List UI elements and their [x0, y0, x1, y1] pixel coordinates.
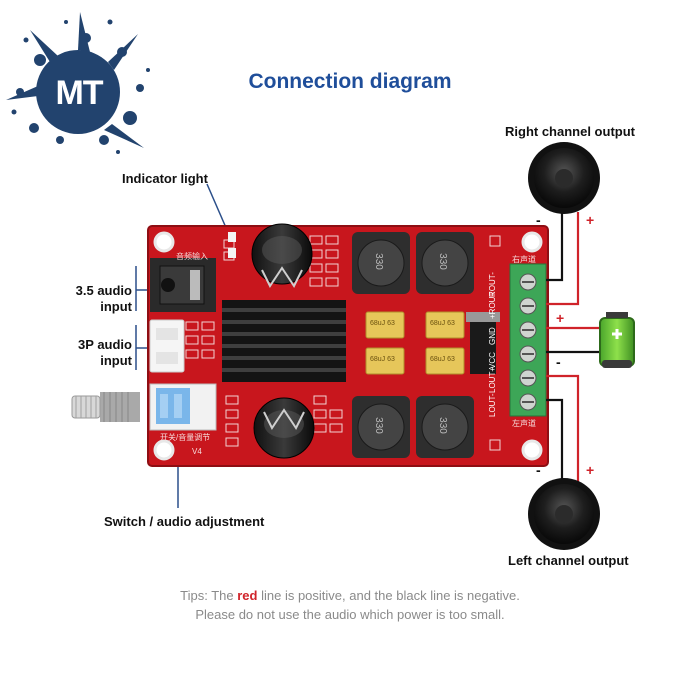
terminal-label-lout-plus: LOUT+ [488, 366, 497, 393]
right-output-label: Right channel output [505, 124, 635, 139]
heatsink [222, 300, 346, 382]
right-plus-mark: + [586, 212, 595, 228]
left-output-label: Left channel output [508, 553, 629, 568]
left-minus-mark: - [536, 462, 541, 478]
page-title: Connection diagram [248, 70, 452, 93]
inductor-mark: 330 [436, 253, 448, 270]
inductor-mark: 330 [436, 417, 448, 434]
capacitor-mark: 68uJ 63 [370, 320, 395, 327]
capacitor-mark: 68uJ 63 [430, 356, 455, 363]
terminal-label-gnd: GND [488, 327, 497, 345]
tips-suffix: line is positive, and the black line is … [257, 588, 520, 603]
audio-35-label-line1: 3.5 audio [75, 283, 132, 298]
switch-label: Switch / audio adjustment [104, 514, 265, 529]
tips: Tips: The red line is positive, and the … [0, 586, 700, 624]
tips-line2: Please do not use the audio which power … [195, 607, 505, 622]
silk-switch: 开关/音量调节 [160, 433, 211, 442]
inductor-mark: 330 [372, 417, 384, 434]
indicator-light-label: Indicator light [122, 171, 208, 186]
audio-35-label-line2: input [100, 299, 132, 314]
audio-35-label: 3.5 audio input [62, 283, 132, 315]
tips-prefix: Tips: The [180, 588, 238, 603]
terminal-label-rout-plus: +ROUT [488, 291, 497, 319]
silk-right: 右声道 [512, 255, 536, 264]
logo-splash [6, 12, 150, 154]
gnd-minus-mark: - [556, 354, 561, 370]
terminal-labels: ROUT- +ROUT GND VCC LOUT+ LOUT- [488, 272, 508, 417]
logo-text: MT [55, 74, 103, 112]
battery-icon [599, 312, 635, 368]
tips-line1: Tips: The red line is positive, and the … [0, 586, 700, 605]
terminal-block [509, 263, 547, 417]
right-speaker [528, 142, 600, 214]
audio-3p-label: 3P audio input [62, 337, 132, 369]
tips-red-word: red [237, 588, 258, 603]
silk-left: 左声道 [512, 419, 536, 428]
capacitor-mark: 68uJ 63 [430, 320, 455, 327]
right-minus-mark: - [536, 212, 541, 228]
silk-version: V4 [192, 447, 202, 456]
left-plus-mark: + [586, 462, 595, 478]
silk-audio-in: 音频输入 [176, 252, 208, 261]
left-speaker [528, 478, 600, 550]
capacitor-mark: 68uJ 63 [370, 356, 395, 363]
audio-3p-label-line2: input [100, 353, 132, 368]
inductor-mark: 330 [372, 253, 384, 270]
audio-3p-label-line1: 3P audio [78, 337, 132, 352]
vcc-plus-mark: + [556, 310, 565, 326]
terminal-label-lout-minus: LOUT- [488, 393, 497, 417]
amplifier-board [71, 223, 549, 467]
